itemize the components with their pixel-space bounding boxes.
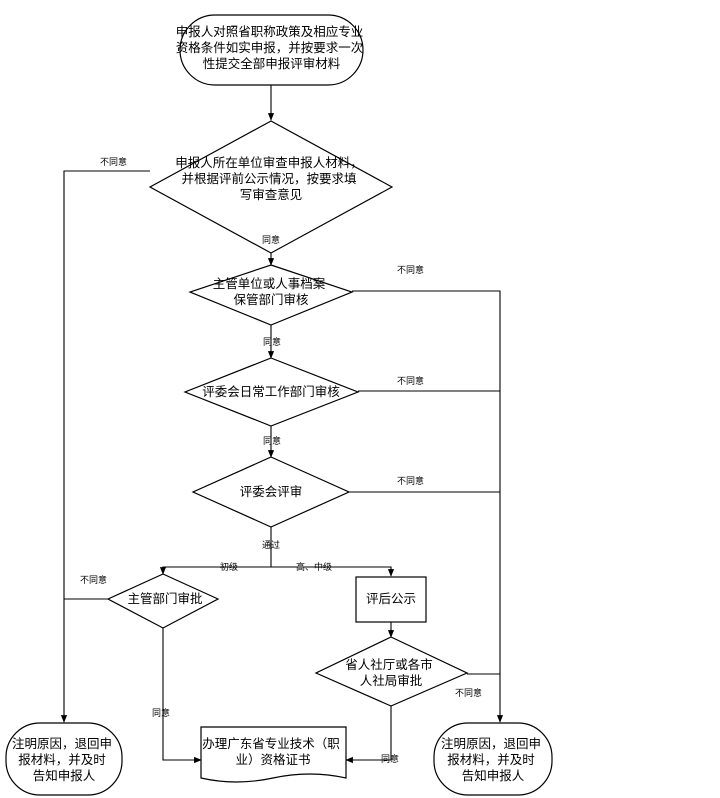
province-approval-line-1: 省人社厅或各市: [345, 657, 433, 672]
label-junior: 初级: [220, 561, 238, 573]
committee-review-line-1: 评委会评审: [240, 484, 303, 499]
certificate-line-2: 业）资格证书: [235, 752, 310, 767]
label-disagree-dept-approval: 不同意: [80, 574, 107, 586]
svg-text:注明原因，退回申 报材料，并及时 告: 注明原因，退回申 报材料，并及时 告知申报人: [441, 736, 545, 783]
node-certificate: 办理广东省专业技术（职 业）资格证书: [200, 726, 347, 783]
reject-right-line-1: 注明原因，退回申: [441, 736, 541, 751]
svg-text:省人社厅或各市 人社局审批: 省人社厅或各市 人社局审批: [345, 657, 437, 688]
connectors: [60, 85, 504, 764]
edge-dept-approval-to-certificate: [162, 628, 202, 764]
svg-text:注明原因，退回申 报材料，并及时 告: 注明原因，退回申 报材料，并及时 告知申报人: [12, 736, 116, 783]
node-province-approval: 省人社厅或各市 人社局审批: [314, 636, 469, 707]
node-publicity: 评后公示: [355, 576, 427, 623]
start-line-2: 资格条件如实申报，并按要求一次: [176, 40, 364, 55]
svg-text:评委会评审: 评委会评审: [240, 484, 303, 499]
reject-left-line-1: 注明原因，退回申: [12, 736, 112, 751]
node-unit-review: 申报人所在单位审查申报人材料， 并根据评前公示情况，按要求填 写审查意见: [148, 120, 394, 254]
node-reject-right: 注明原因，退回申 报材料，并及时 告知申报人: [433, 722, 553, 796]
office-review-line-1: 评委会日常工作部门审核: [202, 384, 340, 399]
edge-unit-review-reject: [60, 170, 150, 723]
label-passed: 通过: [262, 539, 280, 551]
edge-split-to-dept-approval: [159, 566, 271, 575]
svg-text:申报人对照省职称政策及相应专业 资格条件如实申报: 申报人对照省职称政策及相应专业 资格条件如实申报，并按要求一次 性提交全部申报评…: [176, 24, 368, 71]
edge-labels: 不同意 同意 不同意 同意 不同意 同意 不同意 通过 初级 高、中级 不同意 …: [80, 156, 482, 765]
reject-left-line-2: 报材料，并及时: [18, 752, 106, 767]
province-approval-line-2: 人社局审批: [360, 673, 423, 688]
label-agree-office: 同意: [263, 435, 281, 447]
node-dept-review: 主管单位或人事档案 保管部门审核: [188, 264, 354, 326]
label-agree-dept: 同意: [263, 336, 281, 348]
label-disagree-unit: 不同意: [100, 156, 127, 168]
label-senior-mid: 高、中级: [296, 561, 332, 573]
unit-review-line-2: 并根据评前公示情况，按要求填: [182, 171, 357, 186]
dept-review-line-2: 保管部门审核: [233, 292, 309, 307]
label-disagree-province: 不同意: [455, 687, 482, 699]
svg-text:主管单位或人事档案 保管部门审核: 主管单位或人事档案 保管部门审核: [213, 276, 330, 307]
edge-split-to-publicity: [271, 566, 395, 577]
node-committee-office-review: 评委会日常工作部门审核: [183, 357, 360, 427]
label-disagree-committee: 不同意: [397, 475, 424, 487]
dept-approval-line-1: 主管部门审批: [127, 591, 202, 606]
edge-province-to-certificate: [345, 706, 392, 764]
svg-text:办理广东省专业技术（职 业）资格证书: 办理广东省专业技术（职 业）资格证书: [202, 736, 344, 767]
label-agree-dept-approval: 同意: [152, 707, 170, 719]
dept-review-line-1: 主管单位或人事档案: [213, 276, 326, 291]
unit-review-line-3: 写审查意见: [240, 187, 303, 202]
reject-left-line-3: 告知申报人: [33, 768, 96, 783]
label-agree-unit: 同意: [262, 234, 280, 246]
node-dept-approval: 主管部门审批: [106, 573, 220, 629]
node-reject-left: 注明原因，退回申 报材料，并及时 告知申报人: [5, 722, 123, 796]
svg-text:评委会日常工作部门审核: 评委会日常工作部门审核: [202, 384, 340, 399]
start-line-1: 申报人对照省职称政策及相应专业: [176, 24, 364, 39]
reject-right-line-2: 报材料，并及时: [447, 752, 535, 767]
node-start: 申报人对照省职称政策及相应专业 资格条件如实申报，并按要求一次 性提交全部申报评…: [176, 14, 368, 86]
svg-text:申报人所在单位审查申报人材料， 并根据评前公示情: 申报人所在单位审查申报人材料， 并根据评前公示情况，按要求填 写审查意见: [175, 155, 367, 202]
edge-dept-review-reject: [352, 290, 504, 723]
label-agree-province: 同意: [381, 753, 399, 765]
unit-review-line-1: 申报人所在单位审查申报人材料，: [175, 155, 363, 170]
start-line-3: 性提交全部申报评审材料: [203, 56, 341, 71]
node-committee-review: 评委会评审: [191, 456, 351, 528]
reject-right-line-3: 告知申报人: [462, 768, 525, 783]
svg-text:评后公示: 评后公示: [366, 591, 416, 606]
label-disagree-dept: 不同意: [397, 264, 424, 276]
certificate-line-1: 办理广东省专业技术（职: [202, 736, 340, 751]
label-disagree-office: 不同意: [397, 375, 424, 387]
publicity-line-1: 评后公示: [366, 591, 416, 606]
svg-text:主管部门审批: 主管部门审批: [127, 591, 202, 606]
